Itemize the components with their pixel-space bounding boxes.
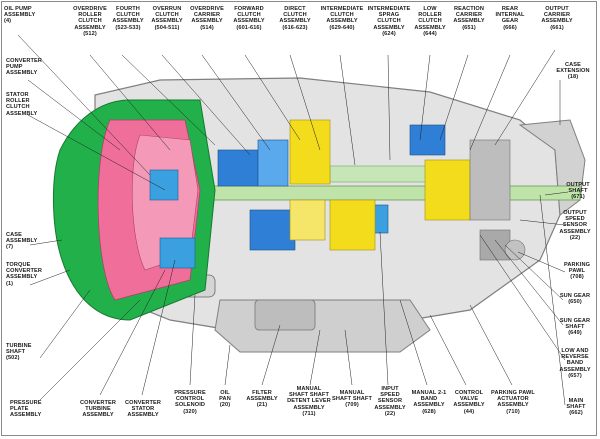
label-main-shaft: MAIN SHAFT (662) bbox=[566, 398, 586, 417]
output-carrier-shape bbox=[469, 139, 511, 221]
label-pressure-plate: PRESSURE PLATE ASSEMBLY bbox=[10, 400, 42, 419]
filter bbox=[254, 299, 316, 331]
label-case-extension: CASE EXTENSION (18) bbox=[556, 62, 590, 81]
label-input-speed-sensor: INPUT SPEED SENSOR ASSEMBLY (22) bbox=[374, 386, 406, 417]
overrun-clutch-shape bbox=[257, 139, 289, 187]
oil-pan bbox=[214, 299, 431, 353]
label-pressure-control-solenoid: PRESSURE CONTROL SOLENOID (320) bbox=[174, 390, 206, 415]
label-direct-clutch: DIRECT CLUTCH ASSEMBLY (616-623) bbox=[279, 6, 311, 31]
label-output-shaft: OUTPUT SHAFT (671) bbox=[566, 182, 590, 201]
label-manual-shaft: MANUAL SHAFT SHAFT (709) bbox=[332, 390, 372, 409]
low-roller-yellow-shape bbox=[424, 159, 471, 221]
label-converter-stator: CONVERTER STATOR ASSEMBLY bbox=[124, 400, 162, 419]
sun-gear-shape bbox=[479, 229, 511, 261]
label-oil-pan: OIL PAN (20) bbox=[219, 390, 231, 409]
label-converter-pump: CONVERTER PUMP ASSEMBLY bbox=[6, 58, 43, 77]
label-sun-gear-shaft: SUN GEAR SHAFT (649) bbox=[559, 318, 591, 337]
fourth-clutch-shape bbox=[289, 199, 326, 241]
stator-shape bbox=[149, 169, 179, 201]
label-output-carrier: OUTPUT CARRIER ASSEMBLY (661) bbox=[541, 6, 573, 31]
label-intermediate-sprag: INTERMEDIATE SPRAG CLUTCH ASSEMBLY (624) bbox=[367, 6, 411, 37]
label-overrun-clutch: OVERRUN CLUTCH ASSEMBLY (504-511) bbox=[151, 6, 183, 31]
parking-pawl-shape bbox=[504, 239, 526, 261]
label-rear-internal-gear: REAR INTERNAL GEAR (666) bbox=[495, 6, 525, 31]
label-filter-assembly: FILTER ASSEMBLY (21) bbox=[246, 390, 278, 409]
lower-blue-clutch-shape bbox=[249, 209, 296, 251]
label-low-reverse-band: LOW AND REVERSE BAND ASSEMBLY (657) bbox=[559, 348, 591, 379]
label-intermediate-clutch: INTERMEDIATE CLUTCH ASSEMBLY (629-640) bbox=[320, 6, 364, 31]
stator-lower-shape bbox=[159, 237, 196, 269]
label-reaction-carrier: REACTION CARRIER ASSEMBLY (651) bbox=[453, 6, 485, 31]
label-sun-gear: SUN GEAR (650) bbox=[559, 293, 591, 306]
label-turbine-shaft: TURBINE SHAFT (502) bbox=[6, 343, 32, 362]
label-case-assembly: CASE ASSEMBLY (7) bbox=[6, 232, 38, 251]
label-output-speed-sensor: OUTPUT SPEED SENSOR ASSEMBLY (22) bbox=[559, 210, 591, 241]
overdrive-clutch-shape bbox=[217, 149, 259, 187]
label-parking-pawl-actuator: PARKING PAWL ACTUATOR ASSEMBLY (710) bbox=[491, 390, 535, 415]
label-manual-band: MANUAL 2-1 BAND ASSEMBLY (628) bbox=[411, 390, 447, 415]
reaction-blue-shape bbox=[409, 124, 446, 156]
label-control-valve: CONTROL VALVE ASSEMBLY (44) bbox=[453, 390, 485, 415]
direct-clutch-shape bbox=[329, 199, 376, 251]
label-low-roller-clutch: LOW ROLLER CLUTCH ASSEMBLY (644) bbox=[414, 6, 446, 37]
label-overdrive-roller-clutch: OVERDRIVE ROLLER CLUTCH ASSEMBLY (512) bbox=[73, 6, 107, 37]
forward-clutch-shape bbox=[289, 119, 331, 185]
leader-lines bbox=[17, 34, 569, 406]
label-fourth-clutch: FOURTH CLUTCH ASSEMBLY (523-533) bbox=[112, 6, 144, 31]
label-oil-pump: OIL PUMP ASSEMBLY (4) bbox=[4, 6, 36, 25]
label-stator-roller-clutch: STATOR ROLLER CLUTCH ASSEMBLY bbox=[6, 92, 38, 117]
label-converter-turbine: CONVERTER TURBINE ASSEMBLY bbox=[79, 400, 117, 419]
label-overdrive-carrier: OVERDRIVE CARRIER ASSEMBLY (514) bbox=[190, 6, 224, 31]
label-torque-converter: TORQUE CONVERTER ASSEMBLY (1) bbox=[6, 262, 43, 287]
label-detent-lever: MANUAL SHAFT SHAFT DETENT LEVER ASSEMBLY… bbox=[287, 386, 331, 417]
label-parking-pawl: PARKING PAWL (708) bbox=[563, 262, 591, 281]
label-forward-clutch: FORWARD CLUTCH ASSEMBLY (601-616) bbox=[233, 6, 265, 31]
